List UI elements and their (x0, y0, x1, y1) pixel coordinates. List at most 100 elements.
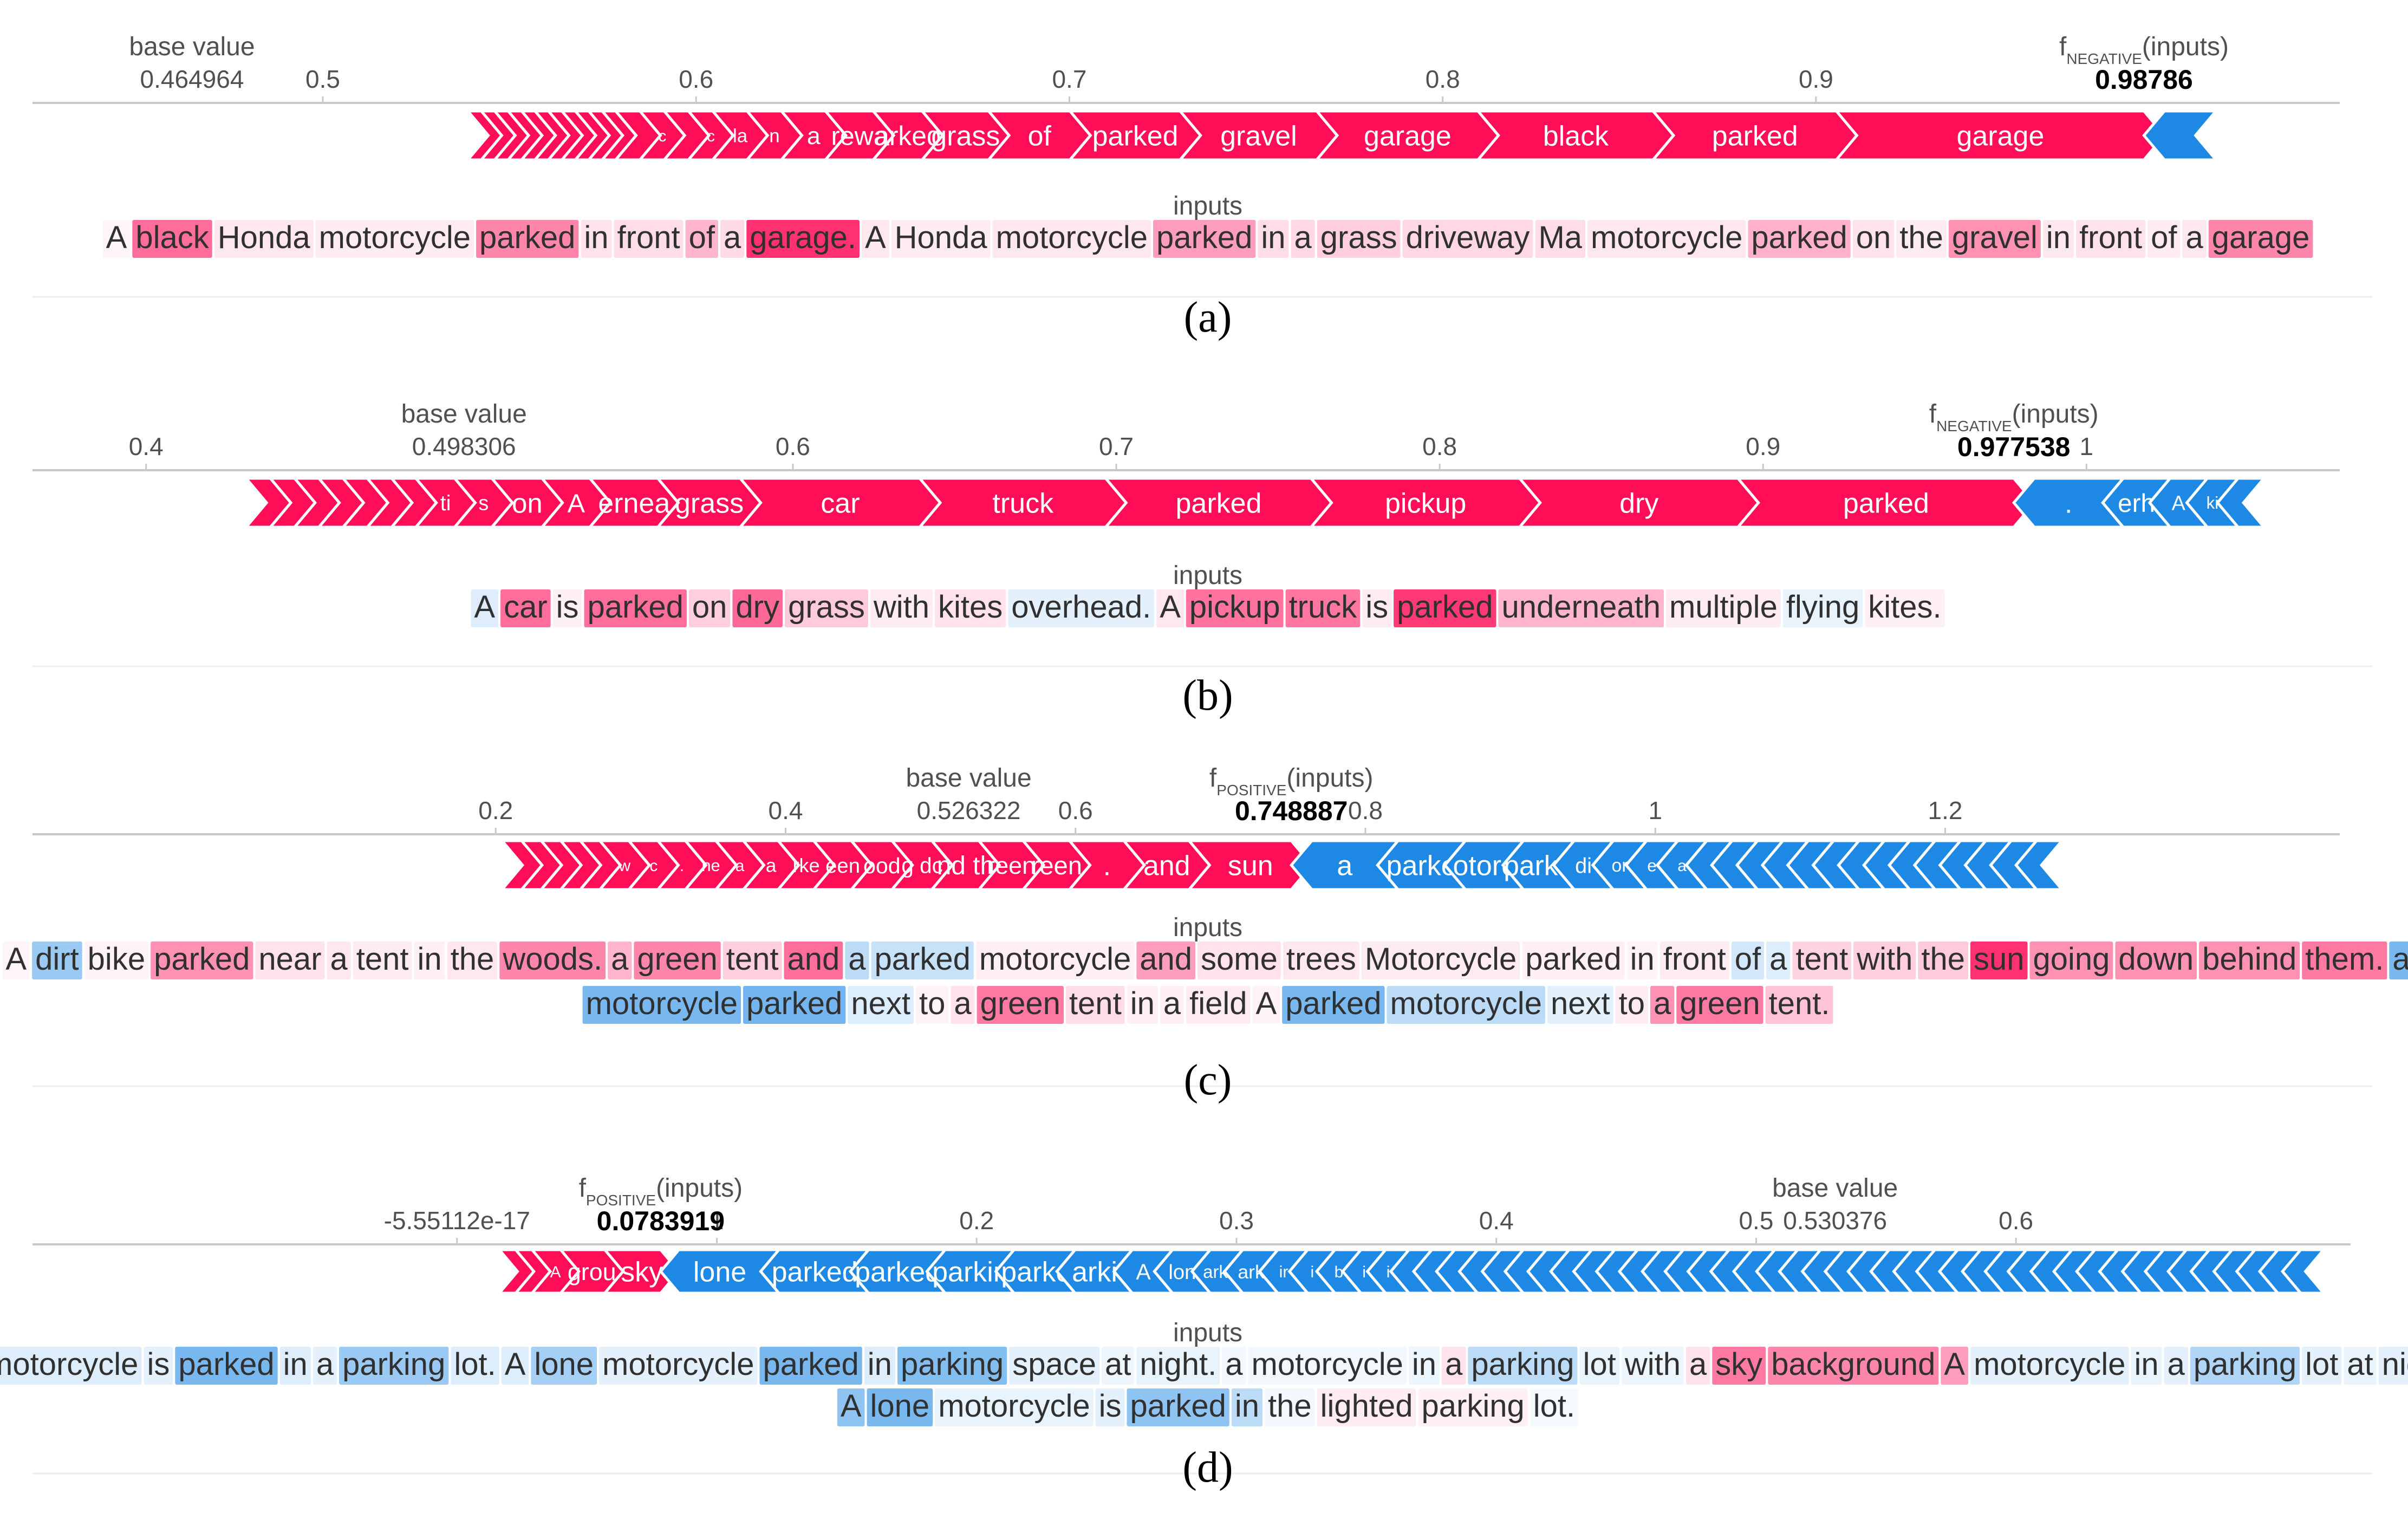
input-token: front (2079, 220, 2142, 255)
input-token: kites (938, 589, 1003, 625)
token-highlight (1468, 1347, 1578, 1385)
token-highlight (2302, 942, 2387, 979)
token-highlight (1009, 1347, 1099, 1385)
token-highlight (1283, 942, 1359, 979)
input-token: down (2118, 942, 2194, 977)
input-token: at (1105, 1347, 1131, 1382)
input-token: with (873, 589, 929, 625)
token-highlight (1792, 942, 1852, 979)
input-token: is (147, 1347, 170, 1382)
base-value-title: base value (129, 33, 255, 61)
token-highlight (614, 220, 684, 258)
feature-label: dry (1619, 488, 1658, 520)
feature-label: a (766, 855, 777, 877)
input-token: parking (342, 1347, 445, 1382)
token-highlight (1186, 986, 1251, 1024)
input-token: front (1663, 942, 1726, 977)
tick-label: 1 (1648, 796, 1662, 825)
input-token: some (1201, 942, 1278, 977)
feature-label: ir (1279, 1263, 1288, 1281)
feature-label: c (707, 127, 715, 145)
input-token: and (787, 942, 839, 977)
base-value-label: 0.498306 (412, 432, 516, 460)
feature-label: arked (874, 121, 941, 151)
input-token: grass (1320, 220, 1397, 255)
token-highlight (1291, 220, 1315, 258)
output-value-label: 0.977538 (1957, 432, 2071, 462)
input-token: a (1689, 1347, 1707, 1382)
token-highlight (2164, 1347, 2188, 1385)
token-highlight (1530, 1388, 1579, 1426)
input-token: tent (1069, 986, 1122, 1021)
feature-label: sky (621, 1257, 663, 1288)
token-highlight (451, 1347, 499, 1385)
token-highlight (992, 220, 1151, 258)
feature-label: car (821, 488, 860, 520)
base-value-label: 0.526322 (917, 796, 1021, 825)
input-token: lot (2305, 1347, 2338, 1382)
input-token: sun (1974, 942, 2025, 977)
feature-label: di (1575, 854, 1592, 878)
input-token: a (316, 1347, 334, 1382)
input-token: bike (88, 942, 145, 977)
token-highlight (2131, 1347, 2162, 1385)
input-token: in (2134, 1347, 2158, 1382)
input-token: motorcycle (586, 986, 738, 1021)
feature-label: ood (863, 853, 901, 878)
token-highlight (848, 986, 914, 1024)
feature-label: ti (440, 491, 451, 515)
token-highlight (975, 942, 1135, 979)
token-highlight (0, 1347, 142, 1385)
feature-label: reen (987, 852, 1036, 879)
token-highlight (2344, 1347, 2377, 1385)
token-highlight (1896, 220, 1947, 258)
token-highlight (1136, 942, 1196, 979)
feature-label: arki (1072, 1257, 1117, 1288)
input-token: near (258, 942, 321, 977)
token-highlight (1918, 942, 1968, 979)
token-highlight (864, 1347, 895, 1385)
feature-label: la (733, 126, 748, 147)
token-highlight (891, 220, 991, 258)
token-highlight (144, 1347, 173, 1385)
input-token: motorcycle (319, 220, 471, 255)
token-highlight (2076, 220, 2146, 258)
input-token: field (1189, 986, 1247, 1021)
token-highlight (1394, 589, 1496, 627)
token-highlight (102, 220, 131, 258)
token-highlight (608, 942, 632, 979)
input-token: a (611, 942, 629, 977)
input-token: multiple (1669, 589, 1778, 625)
input-token: motorcycle (0, 1347, 138, 1382)
input-token: lot. (1533, 1388, 1575, 1424)
inputs-title: inputs (1173, 1319, 1242, 1347)
input-token: driveway (1406, 220, 1530, 255)
negative-feature-arrow (2216, 477, 2267, 529)
feature-label: c (658, 127, 666, 145)
input-token: night. (2382, 1347, 2408, 1382)
input-token: parked (154, 942, 250, 977)
input-token: Motorcycle (1365, 942, 1517, 977)
tick-label: 0.2 (959, 1206, 994, 1235)
feature-label: grou (568, 1258, 616, 1286)
input-token: lighted (1320, 1388, 1413, 1424)
input-token: is (556, 589, 579, 625)
input-token: parking (901, 1347, 1004, 1382)
token-highlight (1186, 589, 1284, 627)
token-highlight (1264, 1388, 1315, 1426)
input-token: night. (1140, 1347, 1216, 1382)
input-token: gravel (1952, 220, 2038, 255)
feature-label: c (649, 857, 658, 875)
input-token: pickup (1189, 589, 1280, 625)
feature-label: parked (1712, 121, 1798, 152)
token-highlight (845, 942, 869, 979)
token-highlight (1865, 589, 1945, 627)
input-token: black (135, 220, 209, 255)
token-highlight (2208, 220, 2313, 258)
token-highlight (867, 1388, 933, 1426)
token-highlight (1317, 220, 1401, 258)
feature-label: A (1136, 1260, 1151, 1284)
